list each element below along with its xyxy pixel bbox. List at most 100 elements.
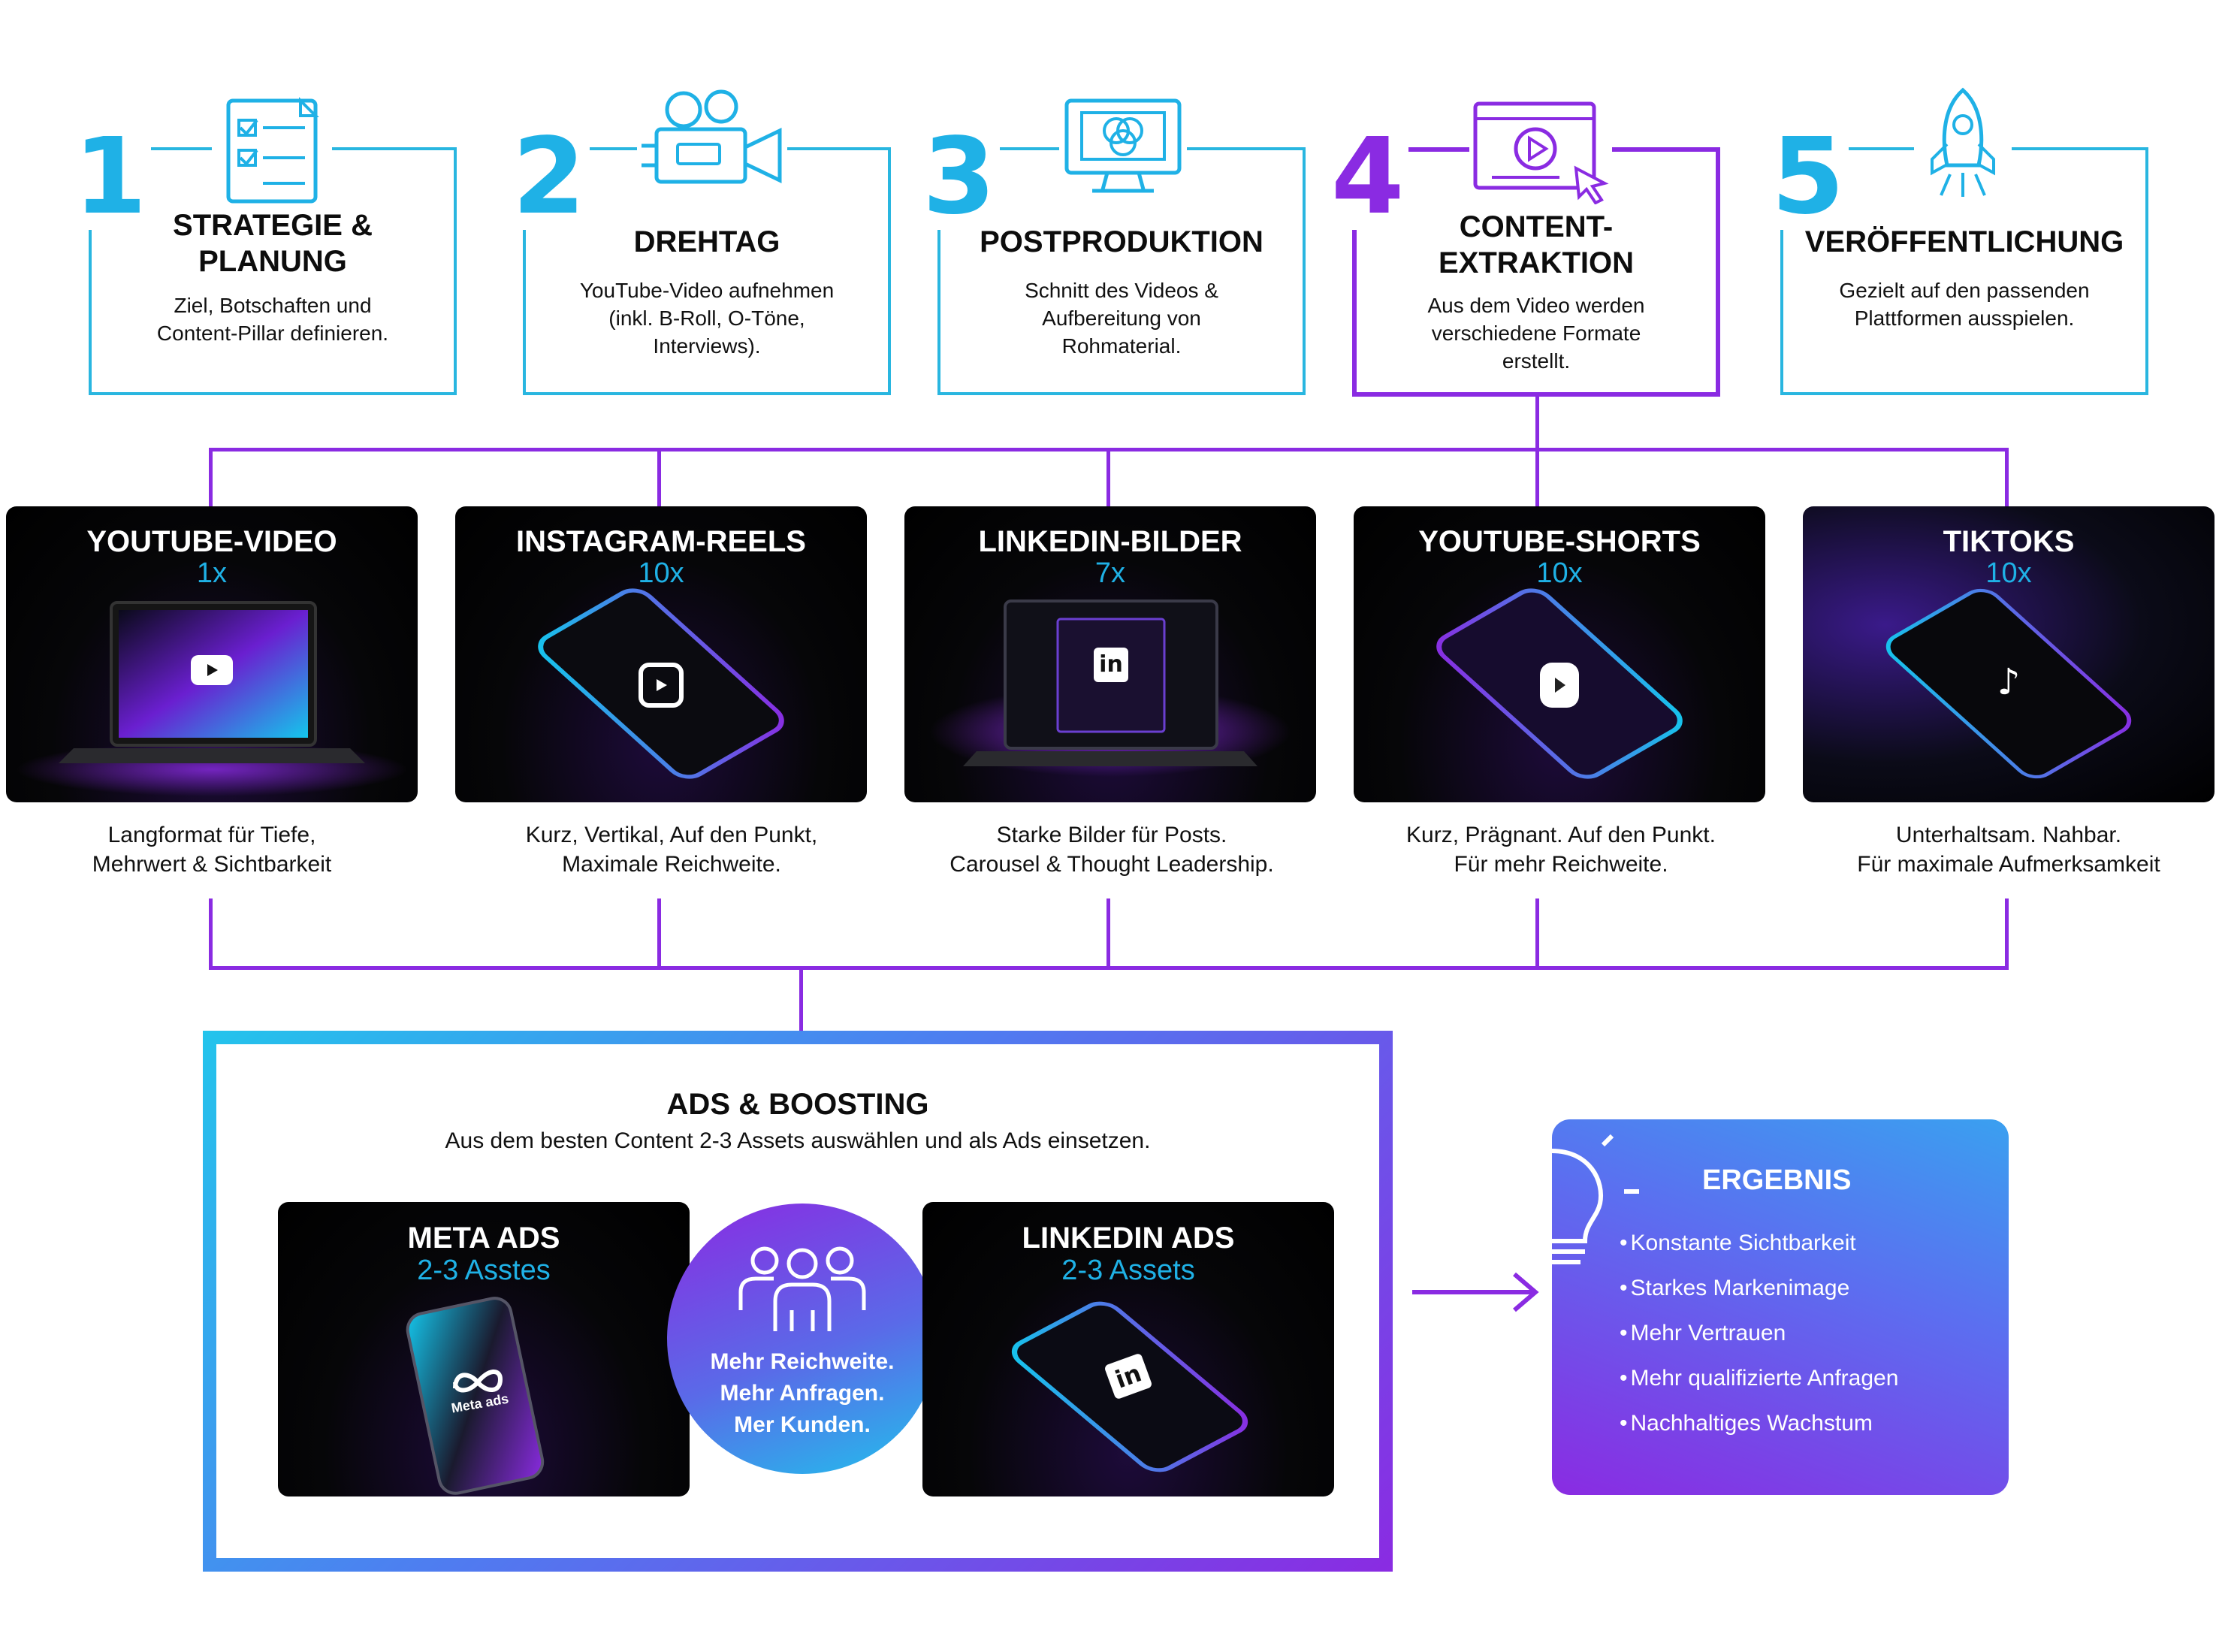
format-desc-line: Für maximale Aufmerksamkeit xyxy=(1857,852,2160,877)
youtube-icon xyxy=(191,655,233,685)
format-count: 10x xyxy=(638,557,684,589)
linkedin-icon: in xyxy=(1094,648,1128,682)
format-desc-line: Carousel & Thought Leadership. xyxy=(949,852,1274,877)
connector-top-drop-3 xyxy=(1106,448,1110,506)
connector-top-drop-5 xyxy=(2005,448,2009,506)
format-title: TIKTOKS xyxy=(1943,525,2075,558)
people-group-icon xyxy=(733,1238,871,1336)
step-number-3: 3 xyxy=(918,125,1001,230)
connector-bottom-rise-1 xyxy=(209,898,213,969)
format-description: Langformat für Tiefe, Mehrwert & Sichtba… xyxy=(0,820,437,879)
circle-line: Mehr Anfragen. xyxy=(720,1381,885,1406)
format-description: Kurz, Vertikal, Auf den Punkt, Maximale … xyxy=(446,820,897,879)
format-desc-line: Für mehr Reichweite. xyxy=(1454,852,1668,877)
connector-top-drop-4 xyxy=(1535,448,1539,506)
format-desc-line: Unterhaltsam. Nahbar. xyxy=(1895,823,2122,847)
step-title: CONTENT- EXTRAKTION xyxy=(1439,210,1634,279)
phone-device xyxy=(1885,588,2132,779)
format-card-tiktoks: TIKTOKS 10x ♪ xyxy=(1803,506,2214,802)
format-desc-line: Kurz, Prägnant. Auf den Punkt. xyxy=(1406,823,1716,847)
format-title: INSTAGRAM-REELS xyxy=(516,525,806,558)
format-description: Kurz, Prägnant. Auf den Punkt. Für mehr … xyxy=(1336,820,1786,879)
connector-top-drop-1 xyxy=(209,448,213,506)
format-title: YOUTUBE-VIDEO xyxy=(86,525,337,558)
step-text: Schnitt des Videos & Aufbereitung von Ro… xyxy=(1025,279,1218,358)
step-text: Gezielt auf den passenden Plattformen au… xyxy=(1839,279,2090,330)
connector-bottom-bus xyxy=(209,966,2009,970)
phone-device xyxy=(1011,1301,1248,1472)
step-text: Aus dem Video werden verschiedene Format… xyxy=(1427,294,1645,373)
benefit-circle: Mehr Reichweite. Mehr Anfragen. Mer Kund… xyxy=(667,1204,937,1474)
format-desc-line: Mehrwert & Sichtbarkeit xyxy=(92,852,332,877)
ads-subtitle: Aus dem besten Content 2-3 Assets auswäh… xyxy=(445,1128,1151,1153)
step-number-4: 4 xyxy=(1327,125,1409,230)
result-item: Starkes Markenimage xyxy=(1620,1274,1850,1303)
format-description: Starke Bilder für Posts. Carousel & Thou… xyxy=(886,820,1337,879)
format-count: 7x xyxy=(1094,557,1126,589)
ad-card-linkedin: LINKEDIN ADS 2-3 Assets in xyxy=(922,1202,1334,1496)
connector-bottom-rise-5 xyxy=(2005,898,2009,969)
connector-to-ads xyxy=(799,966,803,1034)
arrow-right-icon xyxy=(1409,1270,1544,1315)
format-title: YOUTUBE-SHORTS xyxy=(1418,525,1701,558)
circle-text: Mehr Reichweite. Mehr Anfragen. Mer Kund… xyxy=(667,1346,937,1441)
tiktok-icon: ♪ xyxy=(1997,661,2021,703)
ad-count: 2-3 Assets xyxy=(1061,1255,1195,1286)
result-card: ERGEBNIS Konstante Sichtbarkeit Starkes … xyxy=(1551,1119,2009,1495)
laptop-device xyxy=(17,601,407,796)
phone-device xyxy=(406,1297,545,1495)
monitor-edit-icon xyxy=(1059,93,1187,198)
format-desc-line: Starke Bilder für Posts. xyxy=(996,823,1227,847)
connector-bottom-rise-3 xyxy=(1106,898,1110,969)
format-desc-line: Langformat für Tiefe, xyxy=(107,823,316,847)
ad-card-meta: META ADS 2-3 Asstes Meta ads xyxy=(278,1202,690,1496)
result-title: ERGEBNIS xyxy=(1702,1164,1852,1196)
step-box-4: CONTENT- EXTRAKTION Aus dem Video werden… xyxy=(1352,147,1720,397)
result-item: Mehr qualifizierte Anfragen xyxy=(1620,1364,1899,1393)
connector-step4-down xyxy=(1535,394,1539,451)
format-title: LINKEDIN-BILDER xyxy=(978,525,1242,558)
step-number-2: 2 xyxy=(508,125,590,230)
ad-title: LINKEDIN ADS xyxy=(1022,1222,1235,1255)
connector-bottom-rise-4 xyxy=(1535,898,1539,969)
camera-icon xyxy=(637,84,787,197)
phone-device xyxy=(538,588,784,779)
video-window-icon xyxy=(1469,99,1612,205)
circle-line: Mer Kunden. xyxy=(734,1412,871,1437)
meta-icon xyxy=(448,1366,508,1396)
phone-device xyxy=(1436,588,1683,779)
connector-bottom-rise-2 xyxy=(657,898,661,969)
ads-title: ADS & BOOSTING xyxy=(666,1088,929,1121)
step-title: STRATEGIE & PLANUNG xyxy=(173,209,373,278)
step-title: VERÖFFENTLICHUNG xyxy=(1804,225,2124,258)
connector-top-drop-2 xyxy=(657,448,661,506)
step-title: POSTPRODUKTION xyxy=(980,225,1263,258)
circle-line: Mehr Reichweite. xyxy=(710,1349,895,1374)
step-title: DREHTAG xyxy=(633,225,780,258)
format-desc-line: Kurz, Vertikal, Auf den Punkt, xyxy=(525,823,818,847)
format-card-youtube-shorts: YOUTUBE-SHORTS 10x xyxy=(1354,506,1765,802)
format-count: 1x xyxy=(196,557,228,589)
checklist-icon xyxy=(212,90,332,210)
ad-count: 2-3 Asstes xyxy=(417,1255,551,1286)
result-item: Nachhaltiges Wachstum xyxy=(1620,1409,1873,1438)
format-count: 10x xyxy=(1536,557,1583,589)
shorts-icon xyxy=(1540,663,1579,708)
format-card-youtube-video: YOUTUBE-VIDEO 1x xyxy=(6,506,418,802)
format-card-instagram-reels: INSTAGRAM-REELS 10x xyxy=(455,506,867,802)
format-card-linkedin-images: LINKEDIN-BILDER 7x in xyxy=(904,506,1316,802)
step-text: YouTube-Video aufnehmen (inkl. B-Roll, O… xyxy=(579,279,835,358)
result-item: Konstante Sichtbarkeit xyxy=(1620,1229,1856,1258)
lightbulb-icon xyxy=(1551,1128,1665,1271)
rocket-icon xyxy=(1914,84,2012,212)
step-number-1: 1 xyxy=(69,125,152,230)
format-count: 10x xyxy=(1985,557,2032,589)
result-item: Mehr Vertrauen xyxy=(1620,1319,1786,1348)
format-desc-line: Maximale Reichweite. xyxy=(562,852,781,877)
step-text: Ziel, Botschaften und Content-Pillar def… xyxy=(156,294,389,345)
step-number-5: 5 xyxy=(1767,125,1849,230)
format-description: Unterhaltsam. Nahbar. Für maximale Aufme… xyxy=(1783,820,2216,879)
reels-icon xyxy=(639,663,684,708)
ad-title: META ADS xyxy=(407,1222,560,1255)
ads-boosting-frame: ADS & BOOSTING Aus dem besten Content 2-… xyxy=(203,1031,1393,1572)
